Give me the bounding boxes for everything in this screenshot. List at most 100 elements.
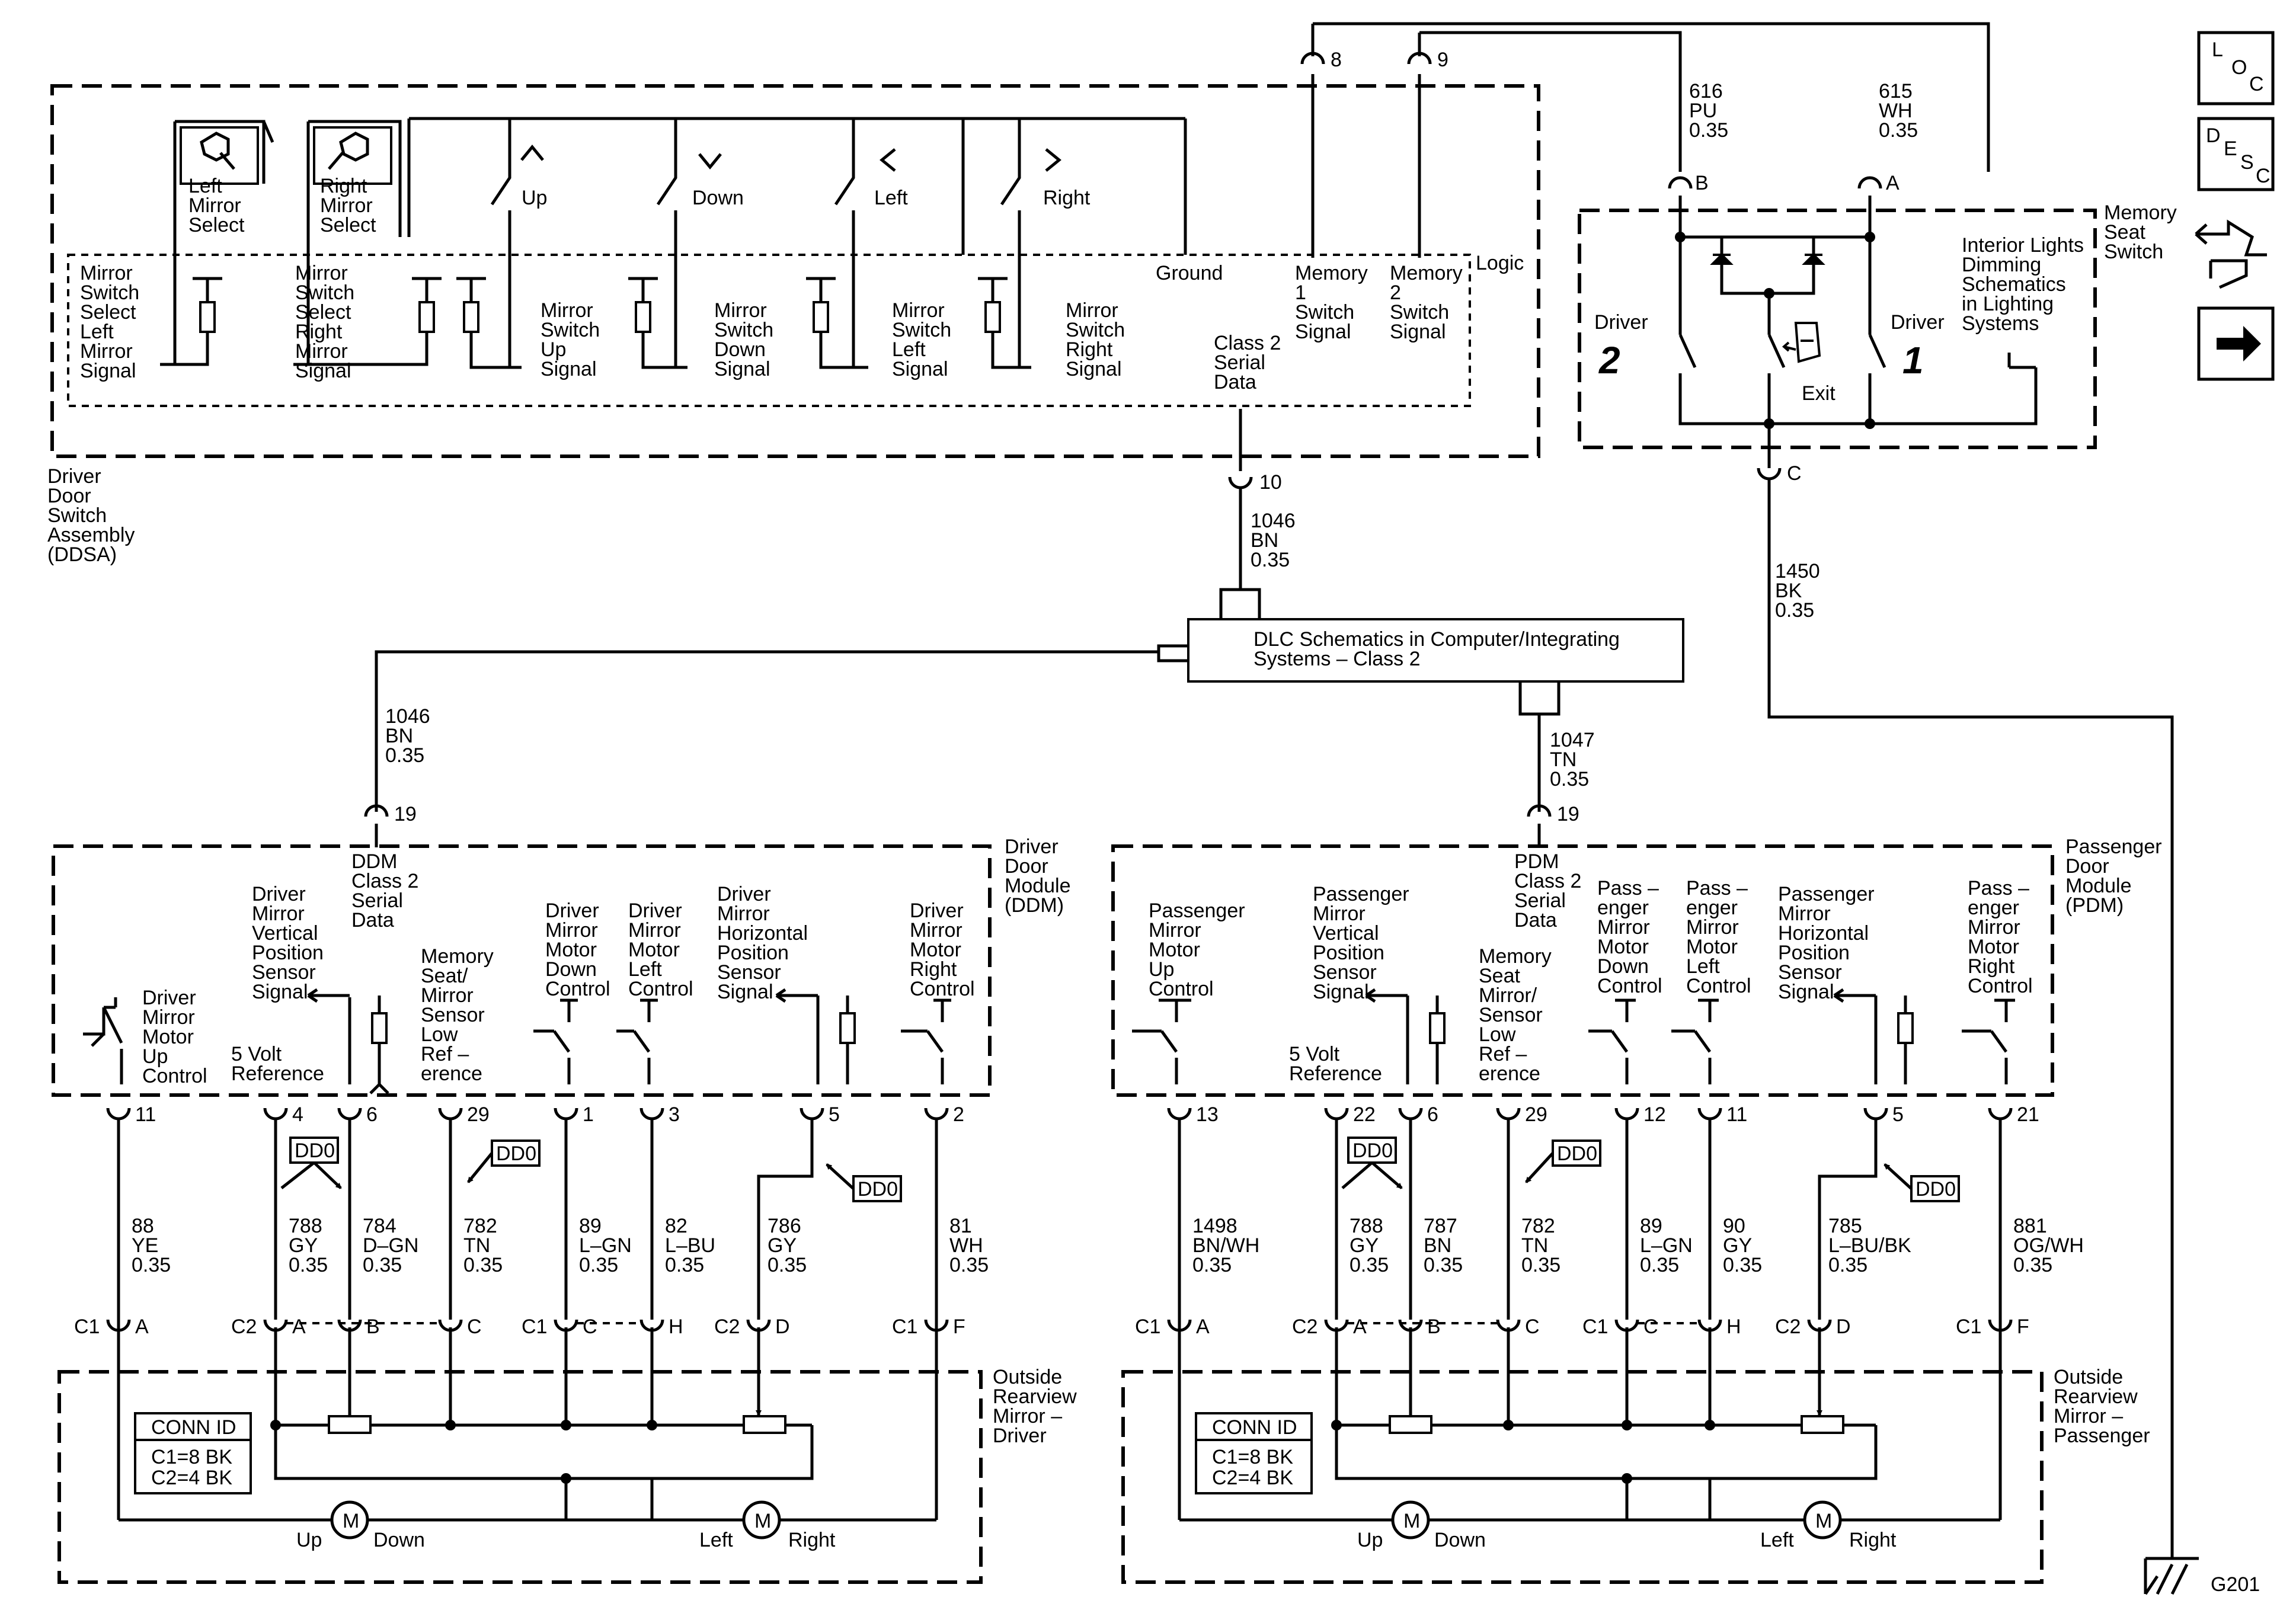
svg-text:(DDM): (DDM) — [1005, 894, 1064, 917]
svg-text:Mirror: Mirror — [142, 1006, 195, 1029]
connector-cavity: A — [1353, 1315, 1367, 1338]
dd0-tag: DD0 — [826, 1163, 902, 1202]
wire-label: L–BU — [665, 1234, 715, 1257]
signal-left: Mirror Switch Left Signal — [892, 299, 951, 380]
svg-text:CONN ID: CONN ID — [151, 1416, 236, 1439]
svg-text:(DDSA): (DDSA) — [47, 543, 117, 566]
svg-text:Signal: Signal — [892, 358, 948, 380]
svg-text:Switch: Switch — [892, 319, 951, 341]
ddm-left-control-label: Driver Mirror Motor Left Control — [628, 900, 693, 1000]
svg-text:Left: Left — [188, 175, 222, 197]
svg-text:A: A — [1886, 172, 1900, 194]
wire-label: 0.35 — [1828, 1254, 1868, 1276]
svg-text:Select: Select — [295, 301, 351, 324]
svg-text:Right: Right — [1849, 1529, 1897, 1551]
svg-text:1047: 1047 — [1550, 729, 1595, 751]
svg-text:Driver: Driver — [252, 883, 306, 905]
svg-text:Mirror: Mirror — [1968, 916, 2020, 939]
svg-text:Signal: Signal — [1066, 358, 1122, 380]
svg-text:Control: Control — [545, 978, 610, 1000]
pin-number: 12 — [1643, 1103, 1666, 1126]
svg-text:Driver: Driver — [910, 900, 964, 922]
svg-text:Down: Down — [692, 187, 744, 209]
svg-text:enger: enger — [1686, 897, 1738, 919]
pin-number: 11 — [135, 1103, 156, 1126]
desc-letter-e: E — [2224, 137, 2237, 160]
svg-text:Sensor: Sensor — [1313, 961, 1377, 984]
next-page-button[interactable] — [2197, 306, 2275, 381]
svg-text:Right: Right — [910, 958, 957, 981]
pin-connector-icon — [1863, 1108, 1888, 1121]
connector-cavity: C — [583, 1315, 597, 1338]
svg-text:0.35: 0.35 — [1689, 119, 1728, 142]
pdm-left-control-label: Pass – enger Mirror Motor Left Control — [1686, 877, 1751, 997]
svg-text:(PDM): (PDM) — [2065, 894, 2124, 917]
svg-text:Control: Control — [910, 978, 975, 1000]
connector-cavity: F — [953, 1315, 965, 1338]
connector-id: C2 — [231, 1315, 257, 1338]
svg-text:Signal: Signal — [1313, 981, 1369, 1003]
ddm-horiz-sensor-label: Driver Mirror Horizontal Position Sensor… — [717, 883, 808, 1003]
svg-text:Class 2: Class 2 — [351, 870, 418, 892]
svg-text:Sensor: Sensor — [1778, 961, 1842, 984]
pdm-down-control-label: Pass – enger Mirror Motor Down Control — [1597, 877, 1662, 997]
loc-letter-l: L — [2212, 39, 2223, 61]
pdm-name: Passenger Door Module (PDM) — [2065, 836, 2162, 917]
svg-text:B: B — [1695, 172, 1709, 194]
wire-label: 782 — [1521, 1215, 1555, 1237]
svg-text:TN: TN — [1550, 748, 1576, 771]
wire-label: D–GN — [363, 1234, 418, 1257]
svg-text:Memory: Memory — [1295, 262, 1368, 284]
svg-text:enger: enger — [1968, 897, 2019, 919]
pdm-vert-sensor-label: Passenger Mirror Vertical Position Senso… — [1313, 883, 1409, 1003]
svg-text:Signal: Signal — [1778, 981, 1834, 1003]
svg-text:Mirror: Mirror — [1066, 299, 1118, 322]
outside-mirror-passenger: Outside Rearview Mirror – Passenger CONN… — [1121, 1310, 2150, 1584]
connector-views-icon[interactable] — [2195, 219, 2267, 289]
pin-c: C — [1757, 462, 1802, 485]
wire-label: 0.35 — [1192, 1254, 1232, 1276]
ddm-up-control-label: Driver Mirror Motor Up Control — [142, 987, 207, 1087]
svg-text:2: 2 — [1390, 281, 1401, 304]
svg-text:Mirror: Mirror — [910, 919, 962, 942]
ddm-low-ref-label: Memory Seat/ Mirror Sensor Low Ref – ere… — [421, 945, 494, 1085]
wire-label: 0.35 — [579, 1254, 618, 1276]
svg-text:Mirror: Mirror — [714, 299, 767, 322]
svg-text:BN: BN — [1251, 529, 1278, 552]
svg-text:9: 9 — [1437, 49, 1448, 71]
wire-label: L–GN — [1640, 1234, 1693, 1257]
pin-9: 9 — [1407, 49, 1448, 71]
svg-text:Driver: Driver — [717, 883, 771, 905]
svg-text:Control: Control — [1686, 975, 1751, 997]
loc-button[interactable]: L O C — [2197, 31, 2275, 105]
svg-text:Mirror: Mirror — [1778, 902, 1831, 925]
svg-text:Memory: Memory — [2104, 201, 2177, 224]
svg-text:Left: Left — [1686, 955, 1720, 978]
svg-text:Right: Right — [1066, 338, 1113, 361]
svg-text:Mirror: Mirror — [252, 902, 305, 925]
signal-right-select: Mirror Switch Select Right Mirror Signal — [295, 262, 354, 382]
svg-text:Left: Left — [1760, 1529, 1794, 1551]
motor-leftright: M Left Right — [1760, 1500, 1897, 1551]
svg-text:0.35: 0.35 — [1879, 119, 1918, 142]
wire-1046-left: 1046 BN 0.35 — [385, 705, 430, 767]
svg-text:Memory: Memory — [421, 945, 494, 968]
wire-label: 788 — [289, 1215, 322, 1237]
connector-cavity: B — [366, 1315, 380, 1338]
pin-number: 13 — [1196, 1103, 1219, 1126]
pdm-low-ref-label: Memory Seat Mirror/ Sensor Low Ref – ere… — [1479, 945, 1552, 1085]
svg-text:Signal: Signal — [252, 981, 308, 1003]
svg-text:Rearview: Rearview — [2054, 1385, 2138, 1408]
svg-text:BN: BN — [385, 725, 413, 747]
svg-text:C2=4 BK: C2=4 BK — [151, 1467, 232, 1489]
ddsa-pullups — [175, 277, 1031, 369]
pin-number: 2 — [953, 1103, 964, 1126]
desc-button[interactable]: D E S C — [2197, 117, 2275, 191]
wire-label: BN/WH — [1192, 1234, 1259, 1257]
driver-2-label: Driver — [1594, 311, 1648, 334]
svg-text:Assembly: Assembly — [47, 524, 135, 546]
svg-text:C2=4 BK: C2=4 BK — [1212, 1467, 1293, 1489]
ddm-class2: DDM Class 2 Serial Data — [351, 850, 418, 932]
pdm-right-control-label: Pass – enger Mirror Motor Right Control — [1968, 877, 2033, 997]
connector-cavity: C — [1525, 1315, 1540, 1338]
